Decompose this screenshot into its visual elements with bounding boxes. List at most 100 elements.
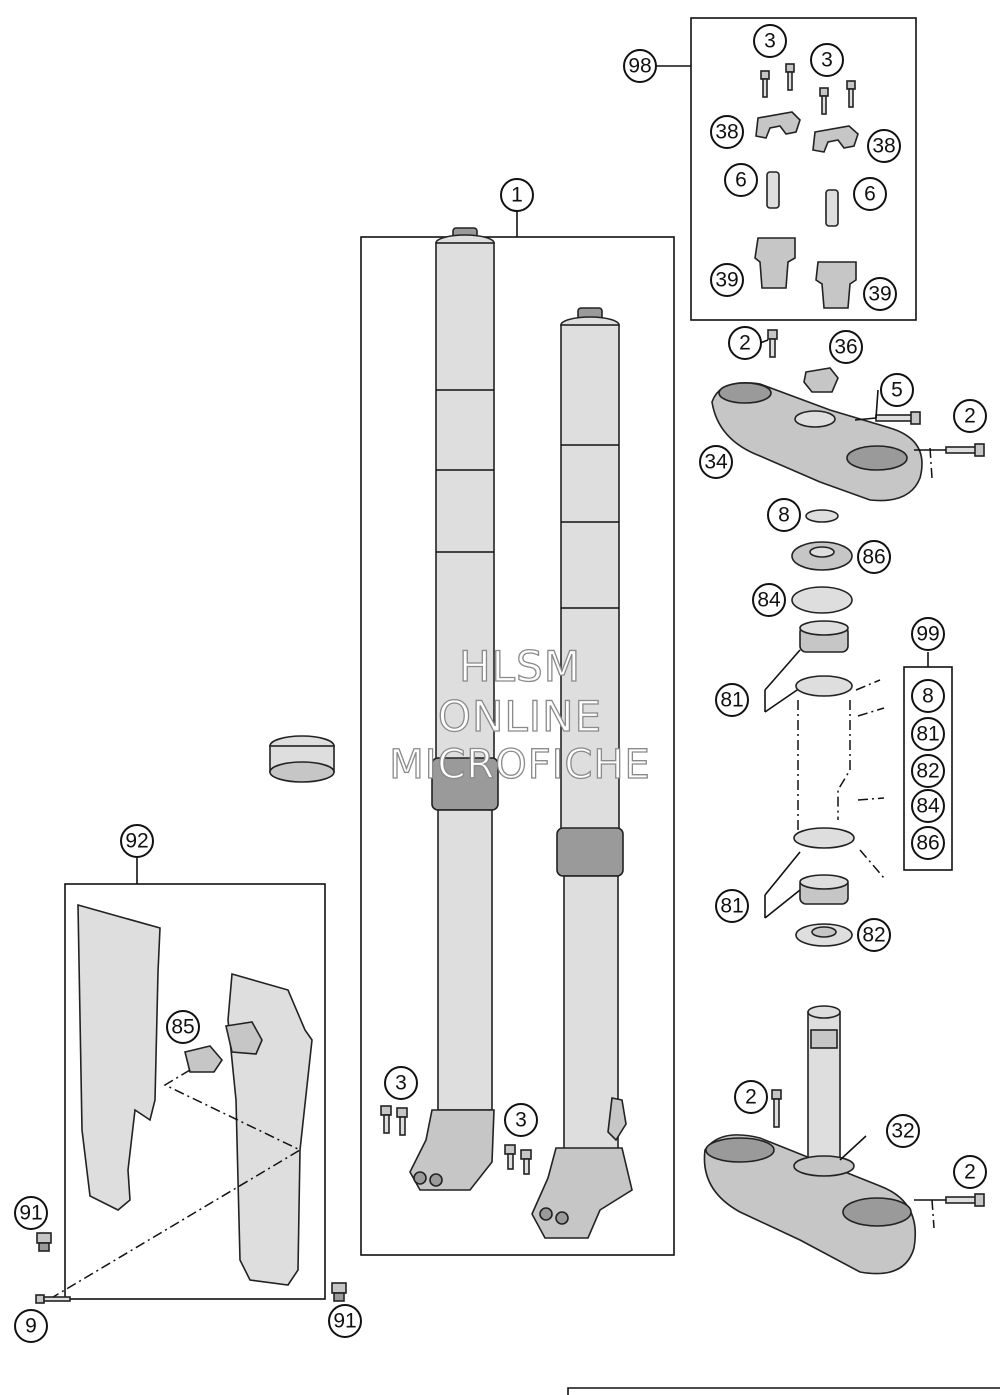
svg-text:6: 6 (864, 183, 876, 206)
kit-98-group (656, 17, 917, 321)
kit-99-item-81: 81 (911, 717, 945, 751)
lower-triple-clamp-group (703, 1005, 985, 1275)
riser-39-b (815, 261, 857, 309)
callout-6-b: 6 (853, 177, 887, 211)
screw-2-top (767, 329, 778, 340)
callout-99: 99 (911, 617, 945, 651)
svg-text:3: 3 (821, 49, 833, 72)
svg-text:6: 6 (735, 169, 747, 192)
bolt-9 (35, 1294, 71, 1304)
svg-text:3: 3 (764, 30, 776, 53)
spacer-6-b (825, 189, 839, 227)
lower-triple-clamp-32 (703, 1134, 916, 1275)
svg-text:86: 86 (916, 832, 939, 855)
svg-text:39: 39 (868, 283, 891, 306)
fork-leg-left (409, 227, 499, 1191)
screw-3-pair-a (760, 63, 795, 98)
callout-81-lower: 81 (715, 889, 749, 923)
svg-text:8: 8 (922, 685, 934, 708)
svg-text:3: 3 (515, 1109, 527, 1132)
svg-text:3: 3 (395, 1072, 407, 1095)
callout-38-b: 38 (867, 129, 901, 163)
callout-91-right: 91 (328, 1304, 362, 1338)
svg-text:8: 8 (778, 504, 790, 527)
svg-text:38: 38 (715, 121, 738, 144)
upper-triple-clamp-group (711, 329, 985, 614)
o-ring-8 (805, 509, 839, 523)
kit-99-item-84: 84 (911, 789, 945, 823)
bearing-cup-upper (795, 675, 853, 697)
svg-text:2: 2 (964, 1161, 976, 1184)
screw-5 (875, 414, 913, 422)
fork-guard-left (77, 903, 161, 1211)
fork-leg-right (531, 307, 633, 1239)
svg-text:82: 82 (916, 760, 939, 783)
callout-98: 98 (623, 49, 657, 83)
callout-39-a: 39 (710, 263, 744, 297)
callout-3-kit-a: 3 (753, 24, 787, 58)
svg-text:82: 82 (862, 924, 885, 947)
callout-91-left: 91 (14, 1196, 48, 1230)
svg-text:1: 1 (511, 184, 523, 207)
fork-foot-screws-right (504, 1144, 532, 1175)
svg-text:81: 81 (720, 895, 743, 918)
svg-text:39: 39 (715, 269, 738, 292)
spacer-6-a (766, 171, 780, 209)
svg-text:86: 86 (862, 546, 885, 569)
screw-2-lower-top (771, 1089, 782, 1100)
fork-foot-screws-left (380, 1105, 408, 1136)
svg-text:91: 91 (333, 1310, 356, 1333)
callout-84: 84 (752, 583, 786, 617)
svg-text:98: 98 (628, 55, 651, 78)
riser-39-a (754, 237, 796, 289)
callout-81-upper: 81 (715, 683, 749, 717)
fork-ring-loose (269, 735, 335, 783)
bolt-91-left (36, 1232, 52, 1252)
ring-84 (791, 586, 853, 614)
callout-86: 86 (857, 540, 891, 574)
svg-text:2: 2 (745, 1086, 757, 1109)
callout-5: 5 (880, 373, 914, 407)
callout-2-upper-side: 2 (953, 399, 987, 433)
callout-32: 32 (886, 1114, 920, 1148)
svg-text:85: 85 (171, 1016, 194, 1039)
nut-36 (803, 367, 839, 393)
callout-6-a: 6 (724, 163, 758, 197)
fork-assembly-group (360, 211, 675, 1256)
kit-99-item-86: 86 (911, 826, 945, 860)
callout-3-fork-right: 3 (504, 1103, 538, 1137)
svg-text:34: 34 (704, 451, 728, 474)
callout-9: 9 (14, 1309, 48, 1343)
callout-39-b: 39 (863, 277, 897, 311)
bearing-cup-lower (793, 827, 855, 849)
callout-34: 34 (699, 445, 733, 479)
clamp-38-a (755, 111, 801, 139)
callout-2-lower-side: 2 (953, 1155, 987, 1189)
svg-text:92: 92 (125, 830, 148, 853)
svg-text:84: 84 (757, 589, 781, 612)
screw-2-side (945, 446, 977, 454)
callout-1: 1 (500, 178, 534, 212)
kit-98-box (690, 17, 917, 321)
clamp-38-b (812, 125, 859, 153)
screw-2-lower-side (945, 1196, 977, 1204)
callout-2-lower-top: 2 (734, 1080, 768, 1114)
leader-lines (759, 339, 946, 1201)
svg-text:81: 81 (916, 723, 939, 746)
kit-99-item-82: 82 (911, 754, 945, 788)
footer-box-edge (567, 1387, 1000, 1395)
svg-text:38: 38 (872, 135, 895, 158)
callout-85: 85 (166, 1010, 200, 1044)
fork-box-1 (360, 236, 675, 1256)
callout-92: 92 (120, 824, 154, 858)
svg-text:91: 91 (19, 1202, 42, 1225)
svg-text:36: 36 (834, 336, 857, 359)
svg-text:81: 81 (720, 689, 743, 712)
callout-2-upper-top: 2 (728, 326, 762, 360)
svg-text:2: 2 (739, 332, 751, 355)
callout-82: 82 (857, 918, 891, 952)
callout-38-a: 38 (710, 115, 744, 149)
fork-guard-group (35, 858, 347, 1304)
svg-text:99: 99 (916, 623, 939, 646)
